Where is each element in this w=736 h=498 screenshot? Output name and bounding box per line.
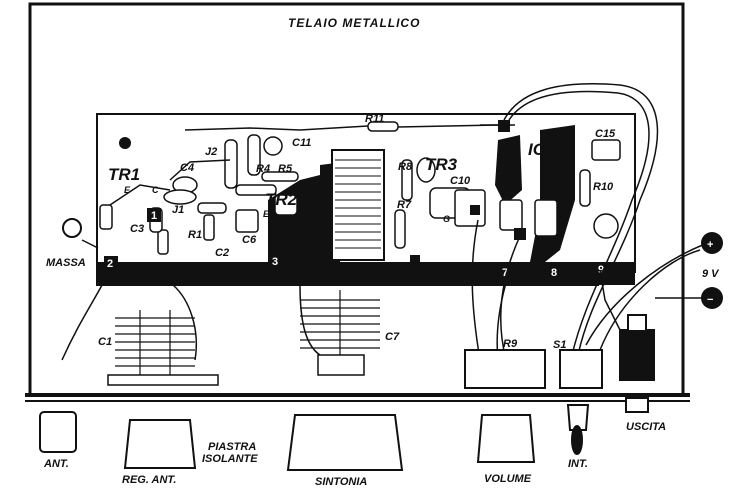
label-sintonia: SINTONIA	[315, 476, 367, 488]
label-r8: R8	[398, 161, 413, 173]
label-c11: C11	[292, 137, 311, 149]
potentiometer-r9	[464, 349, 546, 389]
transformer	[331, 149, 385, 261]
minus-terminal-icon	[701, 287, 723, 309]
label-r10: R10	[593, 181, 614, 193]
label-tr3: TR3	[425, 155, 458, 174]
int-toggle[interactable]	[566, 404, 590, 431]
ground-lug-icon	[62, 218, 82, 238]
label-r11: R11	[365, 113, 384, 125]
label-g: G	[443, 214, 450, 224]
label-int: INT.	[568, 458, 588, 470]
label-tr1: TR1	[108, 165, 140, 184]
label-c2: C2	[215, 247, 229, 259]
terminal-6	[514, 228, 526, 240]
label-ant: ANT.	[43, 458, 69, 470]
label-s1: S1	[553, 339, 566, 351]
terminal-9-label: 9	[598, 264, 604, 276]
terminal-2	[104, 256, 118, 270]
switch-s1	[559, 349, 603, 389]
variable-capacitor-c1	[107, 310, 219, 386]
terminal-7-label: 7	[502, 267, 508, 279]
metal-chassis	[25, 2, 690, 402]
label-j1: J1	[172, 204, 184, 216]
volume-knob[interactable]	[476, 414, 536, 463]
label-reg-ant: REG. ANT.	[122, 474, 176, 486]
terminal-8-label: 8	[551, 267, 557, 279]
terminal-2-label: 2	[107, 258, 113, 270]
label-r9: R9	[503, 338, 518, 350]
terminal-10	[498, 120, 510, 132]
label-ic1: IC1	[528, 140, 554, 159]
label-e1: E	[124, 185, 131, 195]
label-r4: R4	[256, 163, 270, 175]
component-labels: TR1 TR2 TR3 IC1 MASSA R11 J1 J2 C4 C11 C…	[43, 113, 720, 488]
label-isolante: ISOLANTE	[202, 453, 258, 465]
plus-terminal-icon	[701, 232, 723, 254]
terminal-1-label: 1	[151, 210, 157, 222]
label-c7: C7	[385, 331, 400, 343]
terminal-1	[147, 208, 161, 222]
label-c10: C10	[450, 175, 471, 187]
label-tr2: TR2	[265, 190, 298, 209]
knobs	[39, 397, 649, 471]
label-9v: 9 V	[702, 268, 720, 280]
label-massa: MASSA	[46, 257, 86, 269]
variable-capacitor-c7	[300, 290, 380, 376]
board-components	[99, 121, 621, 255]
terminal-3-label: 3	[272, 256, 278, 268]
label-r1: R1	[188, 229, 202, 241]
label-c3: C3	[130, 223, 144, 235]
sintonia-knob[interactable]	[286, 414, 404, 471]
label-c6: C6	[242, 234, 257, 246]
terminal-8	[547, 265, 561, 279]
label-c1-var: C1	[98, 336, 112, 348]
label-piastra: PIASTRA	[208, 441, 256, 453]
terminal-3	[268, 254, 282, 268]
svg-text:−: −	[707, 294, 713, 306]
wires	[61, 83, 706, 361]
label-uscita: USCITA	[626, 421, 666, 433]
label-r7: R7	[397, 199, 412, 211]
label-volume: VOLUME	[484, 473, 532, 485]
label-j2: J2	[205, 146, 217, 158]
uscita-jack	[625, 397, 649, 413]
terminals: 2 1 3 7 8 9	[104, 120, 608, 279]
chassis-title: TELAIO METALLICO	[288, 16, 420, 30]
output-jack	[619, 329, 655, 381]
ant-jack	[39, 411, 77, 453]
battery-terminals: + −	[701, 232, 723, 309]
label-e2: E	[263, 209, 270, 219]
reg-ant-knob[interactable]	[123, 419, 197, 469]
label-r5: R5	[278, 163, 293, 175]
svg-text:+: +	[707, 239, 713, 251]
label-c-pin: C	[152, 185, 159, 195]
label-c4: C4	[180, 162, 194, 174]
label-c15: C15	[595, 128, 616, 140]
